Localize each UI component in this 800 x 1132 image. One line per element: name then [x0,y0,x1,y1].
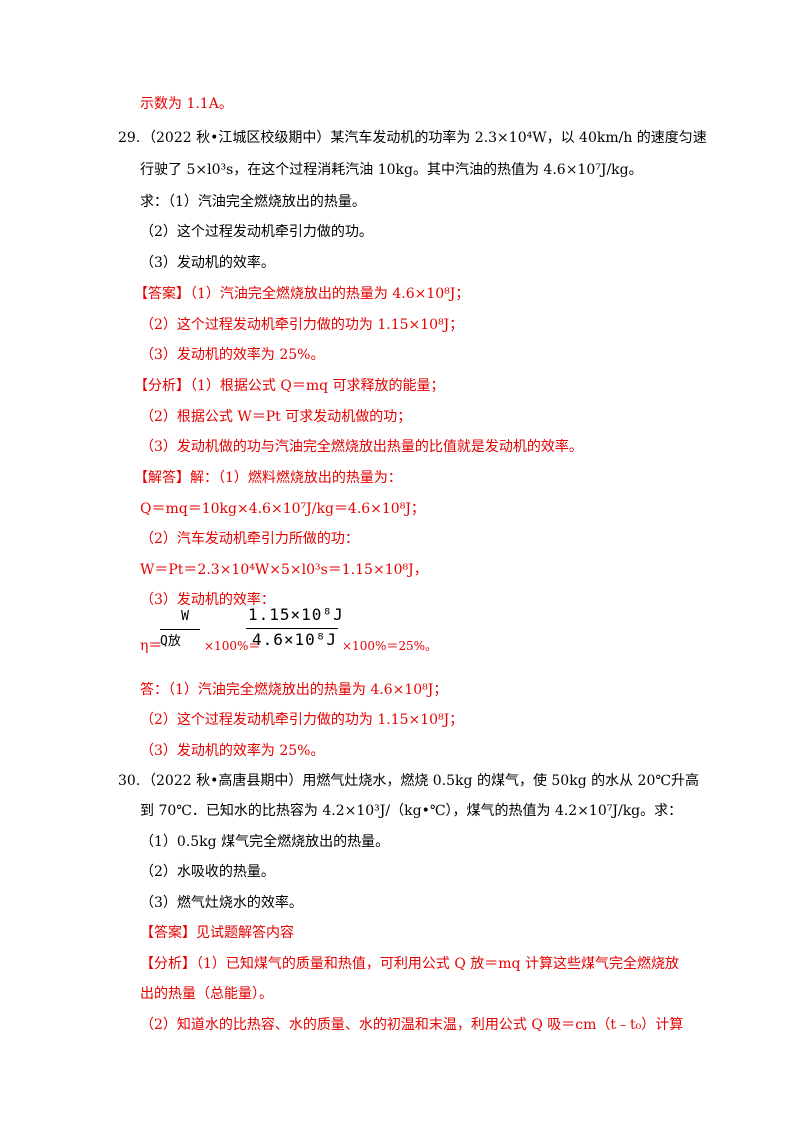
frac2-denominator: 4.6×10⁸J [252,630,338,649]
q29-ask1: 求：（1）汽油完全燃烧放出的热量。 [140,194,366,210]
frac1-denominator: Q放 [160,634,181,649]
q29-analysis-3: （3）发动机做的功与汽油完全燃烧放出热量的比值就是发动机的效率。 [140,439,583,455]
q29-conclusion-2: （2）这个过程发动机牵引力做的功为 1.15×10⁸J； [140,712,464,728]
q29-conclusion-3: （3）发动机的效率为 25%。 [140,743,325,759]
frac2-numerator: 1.15×10⁸J [248,605,344,624]
q30-analysis-1b: 出的热量（总能量）。 [140,986,273,1002]
q30-ask3: （3）燃气灶烧水的效率。 [140,895,303,911]
q29-number: 29. [118,130,141,146]
q29-conclusion-1: 答：（1）汽油完全燃烧放出的热量为 4.6×10⁸J； [140,682,448,698]
q30-analysis-1: 【分析】（1）已知煤气的质量和热值，可利用公式 Q 放＝mq 计算这些煤气完全燃… [140,956,679,972]
q29-solution-5: （3）发动机的效率： [140,592,275,608]
q30-number: 30. [118,773,141,789]
q29-ask2: （2）这个过程发动机牵引力做的功。 [140,224,373,240]
formula-mid: ×100%＝ [204,639,261,653]
frac2-bar [246,628,338,629]
q29-stem-line2: 行驶了 5×l0³s，在这个过程消耗汽油 10kg。其中汽油的热值为 4.6×1… [140,162,643,178]
q30-analysis-2: （2）知道水的比热容、水的质量、水的初温和末温，利用公式 Q 吸＝cm（t﹣t₀… [140,1017,684,1033]
frac1-bar [160,629,200,630]
frac1-numerator: W [181,609,189,624]
q29-solution-4: W＝Pt＝2.3×10⁴W×5×l0³s＝1.15×10⁸J， [140,562,428,578]
q29-answer-3: （3）发动机的效率为 25%。 [140,347,325,363]
eta-label: η＝ [140,638,163,654]
q30-stem-line1: （2022 秋•高唐县期中）用燃气灶烧水，燃烧 0.5kg 的煤气，使 50kg… [142,773,700,789]
q30-stem-line2: 到 70℃．已知水的比热容为 4.2×10³J/（kg•℃），煤气的热值为 4.… [140,803,683,819]
q30-ask1: （1）0.5kg 煤气完全燃烧放出的热量。 [140,834,390,850]
q29-analysis-1: 【分析】（1）根据公式 Q＝mq 可求释放的能量； [134,378,445,394]
prev-answer-line: 示数为 1.1A。 [140,96,233,112]
q30-answer: 【答案】见试题解答内容 [140,925,294,941]
q29-analysis-2: （2）根据公式 W＝Pt 可求发动机做的功； [140,409,412,425]
q29-ask3: （3）发动机的效率。 [140,255,275,271]
q29-solution-2: Q＝mq＝10kg×4.6×10⁷J/kg＝4.6×10⁸J； [140,501,425,517]
formula-result: ×100%＝25%。 [342,639,438,653]
q29-answer-1: 【答案】（1）汽油完全燃烧放出的热量为 4.6×10⁸J； [134,286,470,302]
q29-answer-2: （2）这个过程发动机牵引力做的功为 1.15×10⁸J； [140,317,464,333]
q29-solution-3: （2）汽车发动机牵引力所做的功： [140,531,359,547]
q29-stem-line1: （2022 秋•江城区校级期中）某汽车发动机的功率为 2.3×10⁴W，以 40… [142,130,707,146]
q29-solution-1: 【解答】解：（1）燃料燃烧放出的热量为： [134,470,402,486]
q30-ask2: （2）水吸收的热量。 [140,864,275,880]
